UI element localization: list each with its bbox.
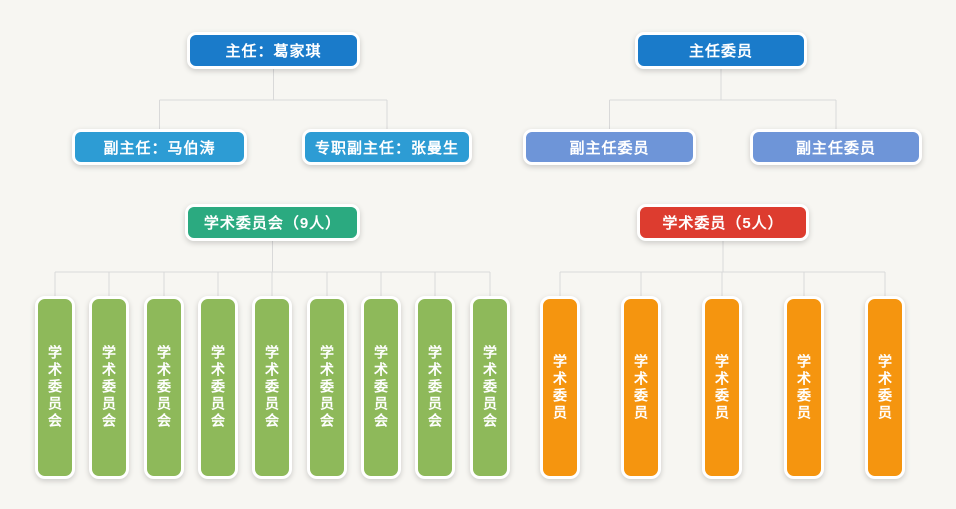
- left-member-node-7: 学术委员会: [361, 296, 401, 479]
- right-deputy-label-2: 副主任委员: [795, 139, 876, 157]
- left-member-label-6: 学术委员会: [319, 345, 335, 430]
- right-member-node-3: 学术委员: [702, 296, 742, 479]
- left-member-label-2: 学术委员会: [101, 345, 117, 430]
- left-deputy-node-2: 专职副主任：张曼生: [302, 129, 472, 165]
- left-member-label-1: 学术委员会: [47, 345, 63, 430]
- left-root-node: 主任：葛家琪: [187, 32, 360, 69]
- right-member-label-3: 学术委员: [714, 353, 730, 422]
- left-deputy-node-1: 副主任：马伯涛: [72, 129, 247, 165]
- left-member-label-8: 学术委员会: [427, 345, 443, 430]
- left-member-node-9: 学术委员会: [470, 296, 510, 479]
- right-member-node-2: 学术委员: [621, 296, 661, 479]
- right-deputy-node-1: 副主任委员: [523, 129, 696, 165]
- left-deputy-label-1: 副主任：马伯涛: [103, 139, 216, 157]
- left-member-label-9: 学术委员会: [482, 345, 498, 430]
- right-root-node: 主任委员: [635, 32, 807, 69]
- right-committee-node: 学术委员（5人）: [637, 204, 809, 241]
- right-member-node-5: 学术委员: [865, 296, 905, 479]
- right-member-label-2: 学术委员: [633, 353, 649, 422]
- right-member-label-5: 学术委员: [877, 353, 893, 422]
- left-root-label: 主任：葛家琪: [225, 43, 322, 60]
- left-member-node-5: 学术委员会: [252, 296, 292, 479]
- right-root-label: 主任委员: [688, 43, 753, 60]
- left-member-node-8: 学术委员会: [415, 296, 455, 479]
- right-member-node-1: 学术委员: [540, 296, 580, 479]
- left-member-node-2: 学术委员会: [89, 296, 129, 479]
- left-committee-node: 学术委员会（9人）: [185, 204, 360, 241]
- left-deputy-label-2: 专职副主任：张曼生: [314, 139, 459, 157]
- left-member-node-6: 学术委员会: [307, 296, 347, 479]
- left-committee-label: 学术委员会（9人）: [203, 215, 342, 232]
- right-member-label-1: 学术委员: [552, 353, 568, 422]
- left-member-label-5: 学术委员会: [264, 345, 280, 430]
- left-member-node-4: 学术委员会: [198, 296, 238, 479]
- right-member-label-4: 学术委员: [796, 353, 812, 422]
- left-member-label-3: 学术委员会: [156, 345, 172, 430]
- left-member-node-1: 学术委员会: [35, 296, 75, 479]
- left-member-label-4: 学术委员会: [210, 345, 226, 430]
- right-deputy-node-2: 副主任委员: [750, 129, 922, 165]
- left-member-node-3: 学术委员会: [144, 296, 184, 479]
- right-deputy-label-1: 副主任委员: [569, 139, 650, 157]
- left-member-label-7: 学术委员会: [373, 345, 389, 430]
- right-member-node-4: 学术委员: [784, 296, 824, 479]
- right-committee-label: 学术委员（5人）: [662, 215, 784, 232]
